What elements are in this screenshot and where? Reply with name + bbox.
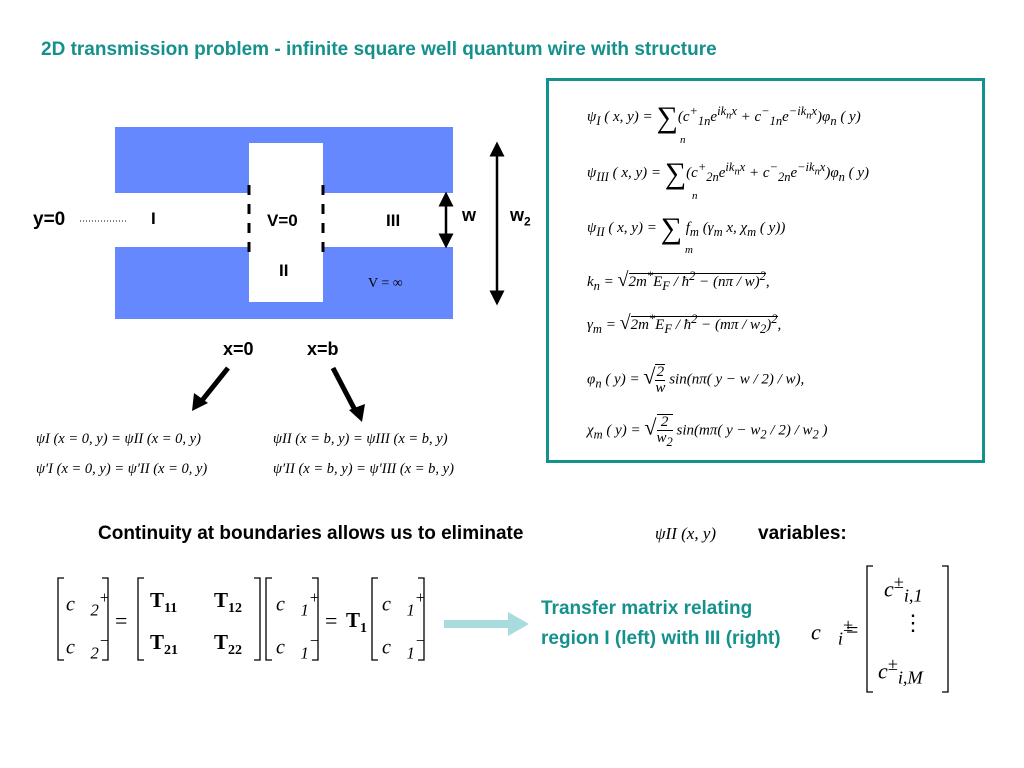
vertical-dots: ⋮ xyxy=(902,610,924,635)
equals-sign-2: = xyxy=(325,608,338,633)
eq-psi-III-index: n xyxy=(692,190,698,202)
x0-pointer-arrow xyxy=(198,366,230,405)
t1: T1 xyxy=(346,608,368,637)
x0-label: x=0 xyxy=(223,339,254,359)
eq-gamma-m: γm = √2m*EF / ħ2 − (mπ / w2)2, xyxy=(587,312,782,336)
eq-psi-II-index: m xyxy=(685,244,693,256)
continuity-text-after: variables: xyxy=(758,523,847,544)
transfer-note: Transfer matrix relating region I (left)… xyxy=(541,598,781,649)
equals-sign-3: = xyxy=(846,617,859,642)
x0-pointer-head xyxy=(192,393,208,411)
eq-psi-III: ψIII ( x, y) = ∑(c+2neiknx + c−2ne−iknx)… xyxy=(587,157,870,190)
c2-plus: c⃗2+ xyxy=(66,588,111,620)
t11: T11 xyxy=(150,588,178,617)
region-3-label: III xyxy=(386,211,401,230)
slide-title: 2D transmission problem - infinite squar… xyxy=(41,39,717,60)
bc-dpsi-xb: ψ′II (x = b, y) = ψ′III (x = b, y) xyxy=(273,461,454,477)
xb-pointer-arrow xyxy=(330,366,359,414)
bc-dpsi-x0: ψ′I (x = 0, y) = ψ′II (x = 0, y) xyxy=(36,461,208,477)
y0-label: y=0 xyxy=(33,209,66,230)
equals-sign-1: = xyxy=(115,608,128,633)
xb-label: x=b xyxy=(307,339,339,359)
bc-psi-x0: ψI (x = 0, y) = ψII (x = 0, y) xyxy=(36,431,201,447)
t21: T21 xyxy=(150,630,179,659)
w-label: w xyxy=(462,205,477,225)
c1-plus-rhs: c⃗1+ xyxy=(382,588,427,620)
eq-psi-I-index: n xyxy=(680,134,686,146)
channel-wide xyxy=(249,143,323,302)
eq-kn: kn = √2m*EF / ħ2 − (nπ / w)2, xyxy=(587,269,770,293)
ci-pm: c⃗i± xyxy=(811,615,854,649)
c1-plus: c⃗1+ xyxy=(276,588,321,620)
c1-minus: c⃗1− xyxy=(276,631,321,663)
t12: T12 xyxy=(214,588,243,617)
continuity-psi-expr: ψII (x, y) xyxy=(655,524,717,543)
c2-minus: c⃗2− xyxy=(66,631,111,663)
c-i1: c±i,1 xyxy=(884,572,923,606)
continuity-text: Continuity at boundaries allows us to el… xyxy=(98,523,524,544)
c-iM: c±i,M xyxy=(878,654,923,688)
eq-psi-I: ψI ( x, y) = ∑(c+1neiknx + c−1ne−iknx)φn… xyxy=(587,101,861,134)
equations-box: ψI ( x, y) = ∑(c+1neiknx + c−1ne−iknx)φn… xyxy=(546,78,985,463)
w2-label: w2 xyxy=(510,205,531,229)
bc-psi-xb: ψII (x = b, y) = ψIII (x = b, y) xyxy=(273,431,448,447)
transfer-arrow-head xyxy=(508,612,529,636)
outer-potential-label: V = ∞ xyxy=(368,276,403,291)
region-1-label: I xyxy=(151,209,156,228)
region-2-label: II xyxy=(279,261,289,280)
eq-psi-II: ψII ( x, y) = ∑ fm (γm x, χm ( y)) xyxy=(587,212,786,245)
xb-pointer-head xyxy=(349,404,365,422)
c1-minus-rhs: c⃗1− xyxy=(382,631,427,663)
inner-potential-label: V=0 xyxy=(267,211,298,230)
t22: T22 xyxy=(214,630,243,659)
